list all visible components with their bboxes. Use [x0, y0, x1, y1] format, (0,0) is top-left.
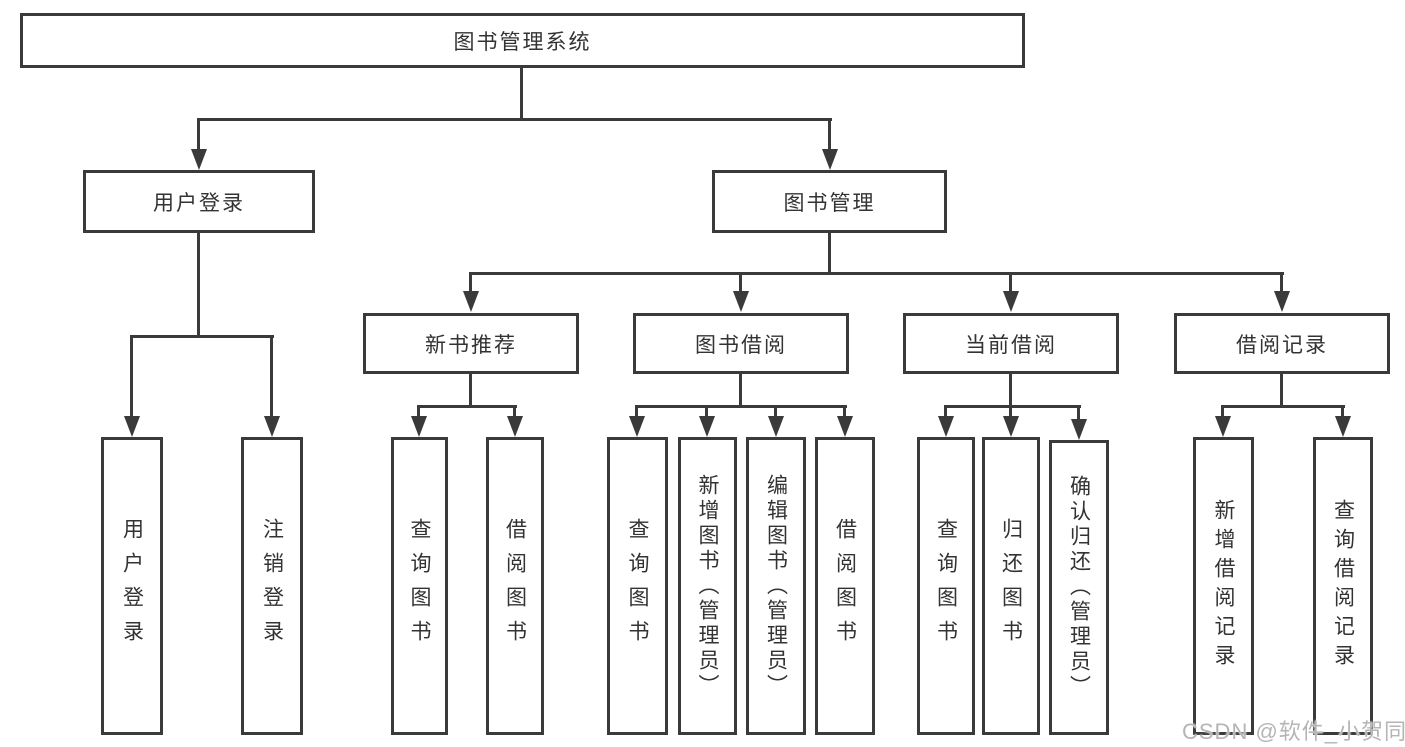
- connector: [828, 233, 831, 274]
- leaf-query-borrow-record: 查询借阅记录: [1313, 437, 1373, 735]
- connector: [417, 405, 517, 408]
- node-book-borrowing: 图书借阅: [633, 313, 849, 374]
- arrowhead-down: [733, 291, 749, 312]
- connector: [197, 118, 200, 154]
- connector: [1009, 272, 1012, 298]
- arrowhead-down: [191, 149, 207, 170]
- connector: [705, 405, 708, 421]
- watermark: CSDN @软件_小贺同学: [1182, 719, 1405, 744]
- connector: [197, 232, 200, 337]
- arrowhead-down: [938, 416, 954, 437]
- leaf-add-borrow-record: 新增借阅记录: [1193, 437, 1254, 735]
- arrowhead-down: [768, 416, 784, 437]
- arrowhead-down: [1335, 416, 1351, 437]
- node-borrowing-records: 借阅记录: [1174, 313, 1390, 374]
- connector: [520, 68, 523, 121]
- connector: [469, 374, 472, 406]
- node-library-system: 图书管理系统: [20, 13, 1025, 68]
- arrowhead-down: [411, 416, 427, 437]
- connector: [739, 272, 742, 298]
- leaf-query-books-1: 查询图书: [391, 437, 448, 735]
- leaf-query-books-2: 查询图书: [607, 437, 668, 735]
- leaf-logout-login: 注销登录: [241, 437, 303, 735]
- connector: [417, 405, 420, 421]
- connector: [469, 272, 472, 298]
- arrowhead-down: [507, 416, 523, 437]
- arrowhead-down: [124, 416, 140, 437]
- arrowhead-down: [1003, 416, 1019, 437]
- arrowhead-down: [1215, 416, 1231, 437]
- leaf-edit-books-admin: 编辑图书（管理员）: [746, 437, 806, 735]
- connector: [1221, 405, 1345, 408]
- connector: [1077, 405, 1080, 424]
- connector: [469, 272, 1284, 275]
- arrowhead-down: [822, 149, 838, 170]
- connector: [513, 405, 516, 421]
- arrowhead-down: [699, 416, 715, 437]
- arrowhead-down: [463, 291, 479, 312]
- connector: [1009, 405, 1012, 421]
- leaf-borrow-books-2: 借阅图书: [815, 437, 875, 735]
- node-new-book-recommend: 新书推荐: [363, 313, 579, 374]
- connector: [944, 405, 947, 421]
- connector: [1221, 405, 1224, 421]
- connector: [130, 335, 133, 420]
- connector: [635, 405, 638, 421]
- node-book-management: 图书管理: [712, 170, 947, 233]
- connector: [1009, 374, 1012, 406]
- connector: [130, 335, 274, 338]
- leaf-add-books-admin: 新增图书（管理员）: [678, 437, 737, 735]
- connector: [944, 405, 1081, 408]
- arrowhead-down: [264, 416, 280, 437]
- arrowhead-down: [1274, 291, 1290, 312]
- arrowhead-down: [629, 416, 645, 437]
- connector: [739, 374, 742, 406]
- connector: [1280, 272, 1283, 298]
- node-current-borrowing: 当前借阅: [903, 313, 1119, 374]
- connector: [843, 405, 846, 421]
- arrowhead-down: [837, 416, 853, 437]
- arrowhead-down: [1071, 419, 1087, 440]
- connector: [828, 118, 831, 154]
- connector: [1341, 405, 1344, 421]
- connector: [774, 405, 777, 421]
- leaf-confirm-return-admin: 确认归还（管理员）: [1049, 440, 1109, 735]
- leaf-borrow-books-1: 借阅图书: [486, 437, 544, 735]
- node-user-login: 用户登录: [83, 170, 315, 233]
- connector: [197, 118, 832, 121]
- connector: [270, 335, 273, 420]
- connector: [635, 405, 847, 408]
- arrowhead-down: [1003, 291, 1019, 312]
- leaf-user-login: 用户登录: [101, 437, 163, 735]
- connector: [1280, 374, 1283, 406]
- leaf-return-books: 归还图书: [982, 437, 1040, 735]
- leaf-query-books-3: 查询图书: [917, 437, 975, 735]
